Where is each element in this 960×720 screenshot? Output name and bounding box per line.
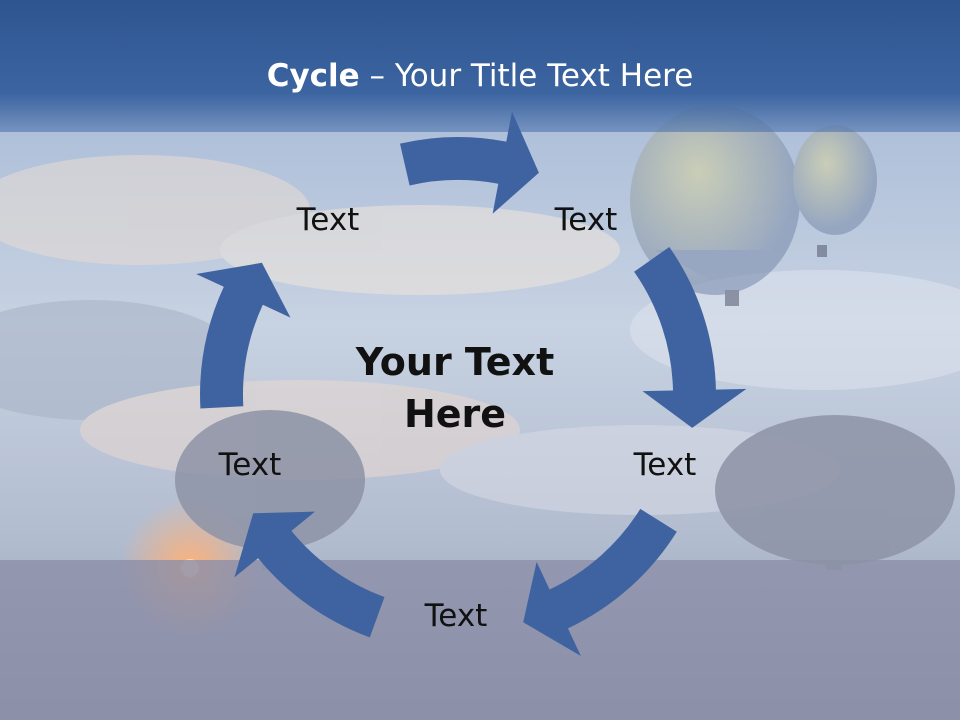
node-label-top-left: Text (296, 202, 360, 238)
tree-silhouette (175, 410, 955, 570)
arrow-bottom-left (234, 511, 385, 638)
arrow-top (400, 111, 539, 214)
arrow-right-upper (634, 247, 747, 428)
hot-air-balloon-icon (630, 105, 877, 306)
title-rest: – Your Title Text Here (359, 58, 694, 94)
arrow-right-lower (523, 508, 677, 656)
node-label-bottom: Text (424, 598, 488, 634)
center-text: Your Text Here (330, 336, 580, 456)
title-bold: Cycle (266, 58, 360, 94)
node-label-top-right: Text (554, 202, 618, 238)
node-label-left: Text (218, 447, 282, 483)
center-line-2: Here (403, 392, 507, 436)
slide-title: Cycle – Your Title Text Here (0, 54, 960, 98)
field (0, 560, 960, 720)
arrow-left (196, 262, 291, 409)
center-line-1: Your Text (355, 340, 555, 384)
node-label-right: Text (633, 447, 697, 483)
title-bar (0, 0, 960, 132)
